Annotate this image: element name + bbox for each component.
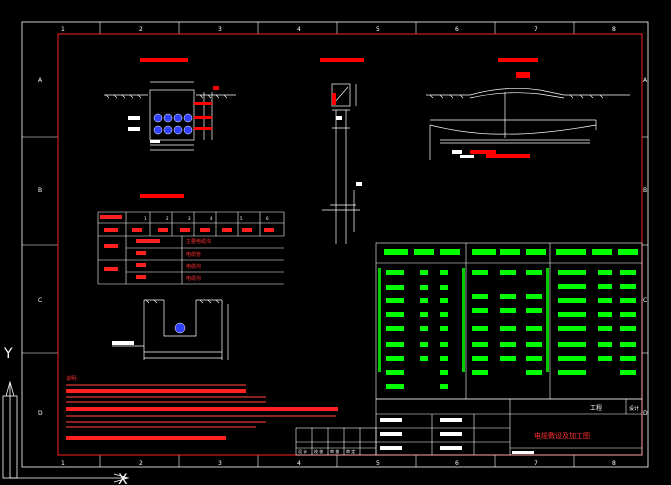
sheet-label: 设计 [629, 405, 639, 412]
cable-table [375, 242, 643, 400]
outer-border [21, 21, 649, 468]
grid-labels-left: A B C D [38, 77, 43, 417]
cable-col-header: 2 [166, 216, 169, 221]
notes-block: 说明: [66, 375, 338, 440]
grid-labels-top: 1 2 3 4 5 6 7 8 [61, 26, 616, 33]
sig-label: 审 定 [346, 448, 355, 454]
grid-label-top: 4 [297, 26, 301, 33]
grid-label-right: A [643, 77, 648, 84]
cable-col-header: 5 [240, 216, 243, 221]
sig-label: 设 计 [298, 448, 307, 454]
grid-label-right: C [643, 297, 647, 304]
cable-col-header: 4 [210, 216, 213, 221]
notes-heading: 说明: [66, 375, 78, 382]
grid-labels-right: A B C D [643, 77, 648, 417]
grid-ticks-top [22, 22, 648, 467]
grid-label-top: 5 [376, 26, 380, 33]
cable-col-header: 3 [188, 216, 191, 221]
sig-label: 校 核 [314, 448, 323, 454]
grid-label-right: B [643, 187, 647, 194]
grid-label-top: 3 [218, 26, 222, 33]
laying-row-label: 电缆沟 [186, 263, 201, 270]
grid-label-left: B [38, 187, 42, 194]
grid-label-bottom: 7 [534, 460, 538, 467]
laying-row-label: 电缆管 [186, 251, 201, 258]
grid-label-bottom: 4 [297, 460, 301, 467]
grid-label-left: D [38, 410, 43, 417]
laying-table: 1 2 3 4 5 6 主要电缆沟 电缆管 电缆沟 电缆沟 [97, 194, 285, 285]
detail-support-elevation [320, 58, 364, 244]
detail-trench-section [104, 58, 236, 151]
grid-label-bottom: 8 [612, 460, 616, 467]
cable-col-header: 6 [266, 216, 269, 221]
grid-label-bottom: 3 [218, 460, 222, 467]
grid-label-right: D [643, 410, 648, 417]
drawing-title: 电缆敷设及加工图 [534, 431, 590, 440]
detail-road-crossing [426, 58, 630, 160]
ucs-axis-icon [2, 380, 130, 483]
project-label: 工程 [590, 404, 602, 412]
grid-label-top: 7 [534, 26, 538, 33]
grid-label-bottom: 5 [376, 460, 380, 467]
grid-label-top: 1 [61, 26, 65, 33]
grid-label-left: C [38, 297, 42, 304]
cable-col-header: 1 [144, 216, 147, 221]
grid-label-bottom: 6 [455, 460, 459, 467]
laying-row-label: 主要电缆沟 [186, 238, 211, 245]
axis-x-label: X [118, 472, 128, 485]
grid-label-left: A [38, 77, 43, 84]
axis-y-label: Y [3, 346, 13, 362]
grid-label-top: 8 [612, 26, 616, 33]
grid-label-top: 6 [455, 26, 459, 33]
grid-label-top: 2 [139, 26, 143, 33]
grid-label-bottom: 1 [61, 460, 65, 467]
laying-row-label: 电缆沟 [186, 275, 201, 282]
grid-label-bottom: 2 [139, 460, 143, 467]
title-block: 工程 设计 电缆敷设及加工图 设 计 校 核 审 查 审 定 [295, 398, 643, 456]
sig-label: 审 查 [330, 448, 339, 454]
grid-labels-bottom: 1 2 3 4 5 6 7 8 [61, 460, 616, 467]
detail-pipe-trench [112, 299, 229, 360]
